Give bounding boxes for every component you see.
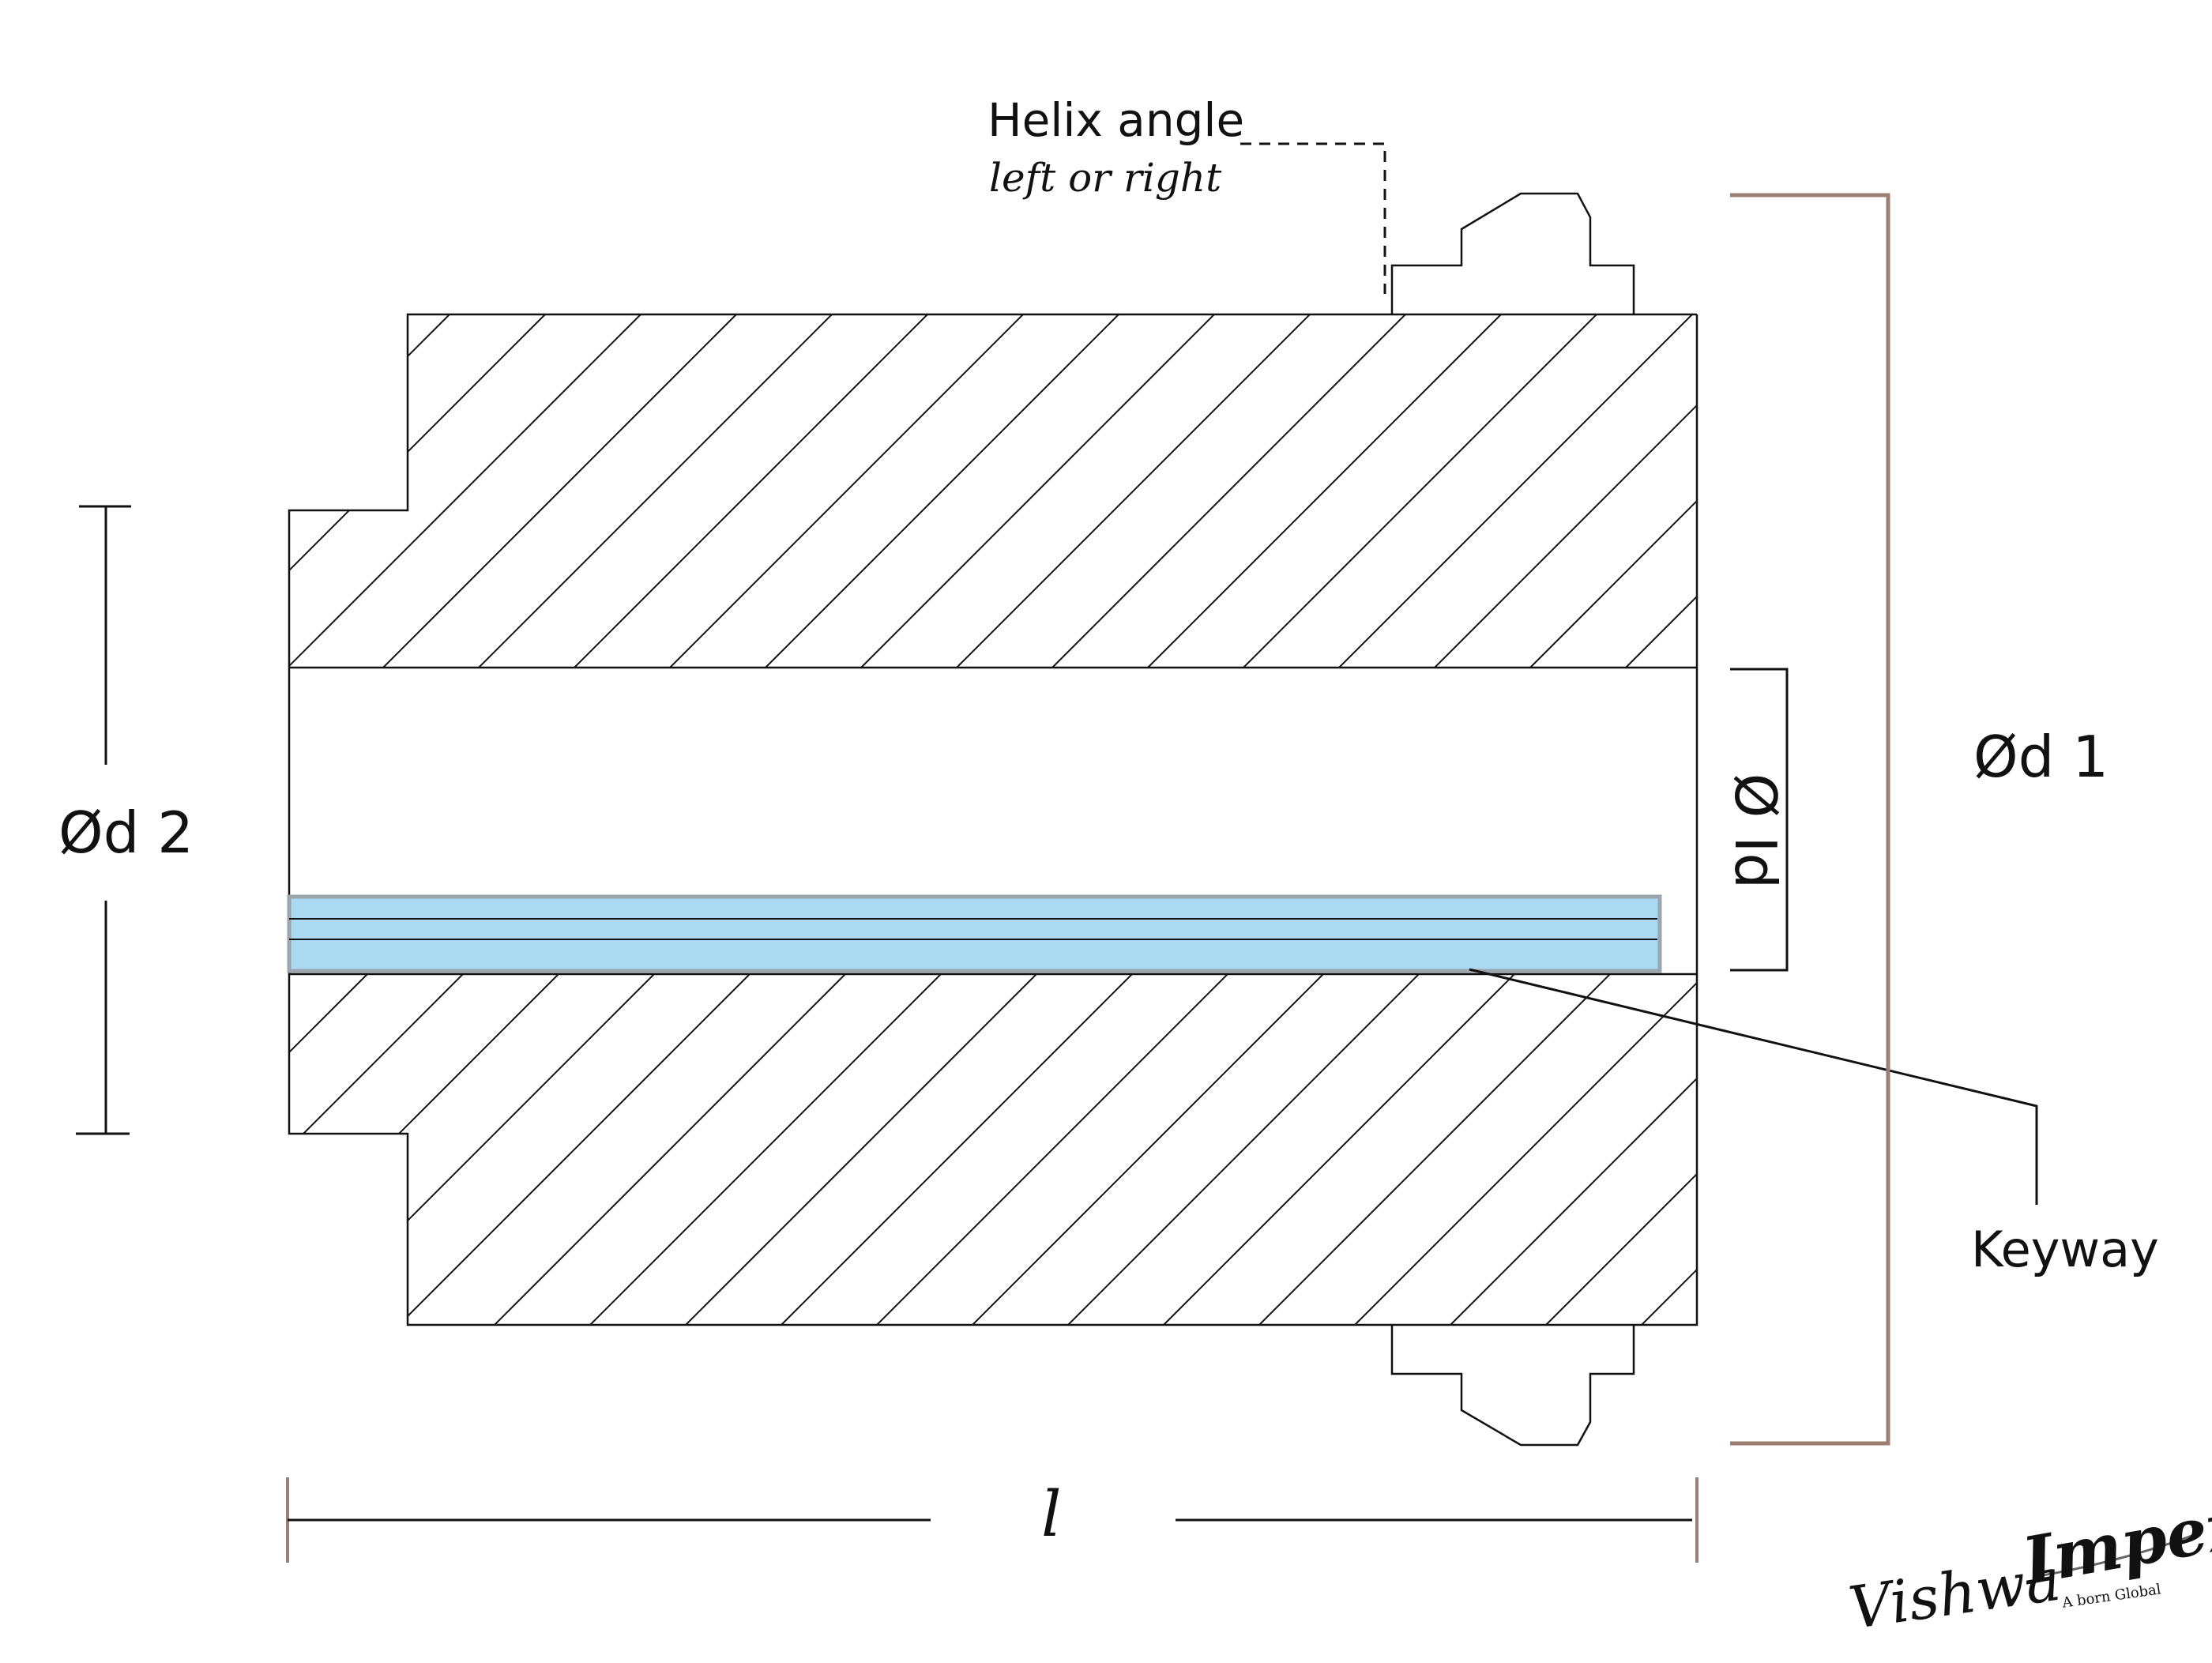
- logo-swoosh: [2037, 1531, 2201, 1578]
- sleeve-outline: [288, 313, 1698, 1326]
- hatch-line: [1051, 314, 1406, 668]
- hatch-line: [1354, 974, 1697, 1325]
- hatch-line: [765, 314, 1119, 668]
- hatch-line: [1641, 974, 1697, 1325]
- bottom-wall-hatching: [0, 974, 1697, 1325]
- od2-dimension-line: [76, 505, 131, 1135]
- hatch-line: [0, 314, 258, 668]
- hatch-line: [289, 974, 559, 1325]
- top-wall-hatching: [0, 314, 1697, 668]
- od1-dimension-bracket: [1730, 193, 1890, 1446]
- hatch-line: [685, 974, 1037, 1325]
- hatch-line: [1434, 314, 1697, 668]
- hatch-line: [1450, 974, 1697, 1325]
- hatch-line: [1338, 314, 1693, 668]
- hatch-line: [0, 974, 272, 1325]
- helix-angle-leader: [1240, 142, 1386, 294]
- hatch-line: [1147, 314, 1502, 668]
- keyway-label: Keyway: [1971, 1221, 2159, 1278]
- keyway-strip: [287, 894, 1662, 973]
- hatch-line: [860, 314, 1215, 668]
- hatch-line: [494, 974, 846, 1325]
- hatch-line: [781, 974, 1133, 1325]
- gear-tooth-profile: [1390, 192, 1635, 1447]
- hatch-line: [1163, 974, 1515, 1325]
- hatch-line: [382, 314, 737, 668]
- hatch-line: [289, 314, 546, 668]
- hatch-line: [589, 974, 942, 1325]
- hatch-line: [289, 314, 450, 668]
- helix-angle-label: Helix angle: [988, 93, 1245, 147]
- hatch-line: [289, 974, 368, 1325]
- hatch-line: [669, 314, 1024, 668]
- hatch-line: [876, 974, 1228, 1325]
- hatch-line: [972, 974, 1324, 1325]
- keyway-leader: [1469, 968, 2038, 1205]
- helix-direction-label: left or right: [989, 155, 1222, 201]
- hatch-line: [478, 314, 833, 668]
- hatch-line: [1243, 314, 1597, 668]
- hatch-line: [289, 314, 355, 668]
- hatch-line: [289, 314, 641, 668]
- length-label: l: [1041, 1477, 1062, 1551]
- length-dimension-line: [286, 1477, 1698, 1563]
- hatch-line: [398, 974, 750, 1325]
- od2-label: Ød 2: [58, 800, 194, 866]
- id-dimension-bracket: [1730, 668, 1789, 972]
- inner-diameter-label: Ø Id: [1722, 773, 1789, 890]
- od1-label: Ød 1: [1973, 724, 2109, 790]
- hatch-line: [574, 314, 928, 668]
- hatch-line: [956, 314, 1311, 668]
- hatch-line: [1625, 314, 1697, 668]
- hatch-line: [1258, 974, 1611, 1325]
- hatch-line: [303, 974, 655, 1325]
- hatch-line: [1067, 974, 1420, 1325]
- hatch-line: [1545, 974, 1697, 1325]
- hatch-line: [289, 974, 464, 1325]
- hatch-line: [1529, 314, 1697, 668]
